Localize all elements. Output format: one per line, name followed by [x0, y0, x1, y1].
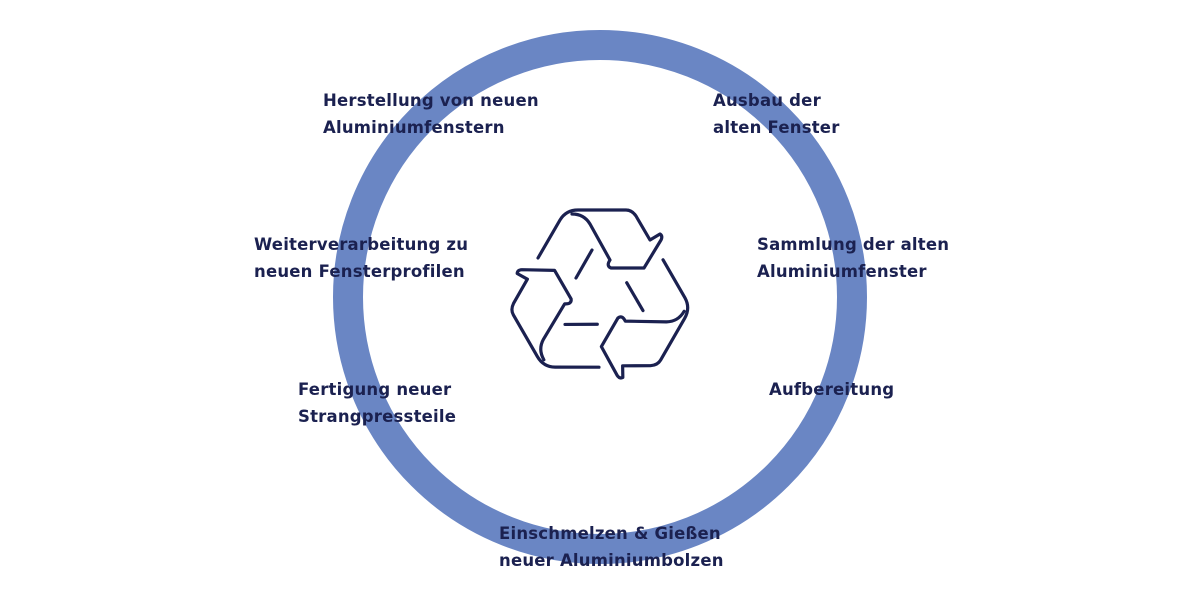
- recycle-icon: [493, 208, 707, 393]
- step-line: Herstellung von neuen: [323, 91, 539, 110]
- step-line: Aluminiumfenstern: [323, 118, 505, 137]
- step-ausbau: Ausbau der alten Fenster: [713, 87, 840, 141]
- step-line: neuen Fensterprofilen: [254, 262, 465, 281]
- step-line: Weiterverarbeitung zu: [254, 235, 469, 254]
- cycle-ring: [333, 30, 867, 564]
- step-line: Sammlung der alten: [757, 235, 950, 254]
- step-line: alten Fenster: [713, 118, 840, 137]
- step-line: Strangpressteile: [298, 407, 457, 426]
- step-einschmelzen: Einschmelzen & Gießen neuer Aluminiumbolz…: [499, 520, 724, 574]
- step-line: Einschmelzen & Gießen: [499, 524, 721, 543]
- step-line: Ausbau der: [713, 91, 821, 110]
- step-line: Aluminiumfenster: [757, 262, 927, 281]
- step-line: Fertigung neuer: [298, 380, 452, 399]
- step-weiterverarbeitung: Weiterverarbeitung zu neuen Fensterprofil…: [254, 231, 468, 285]
- step-line: neuer Aluminiumbolzen: [499, 551, 724, 570]
- step-line: Aufbereitung: [769, 380, 895, 399]
- step-aufbereitung: Aufbereitung: [769, 376, 894, 403]
